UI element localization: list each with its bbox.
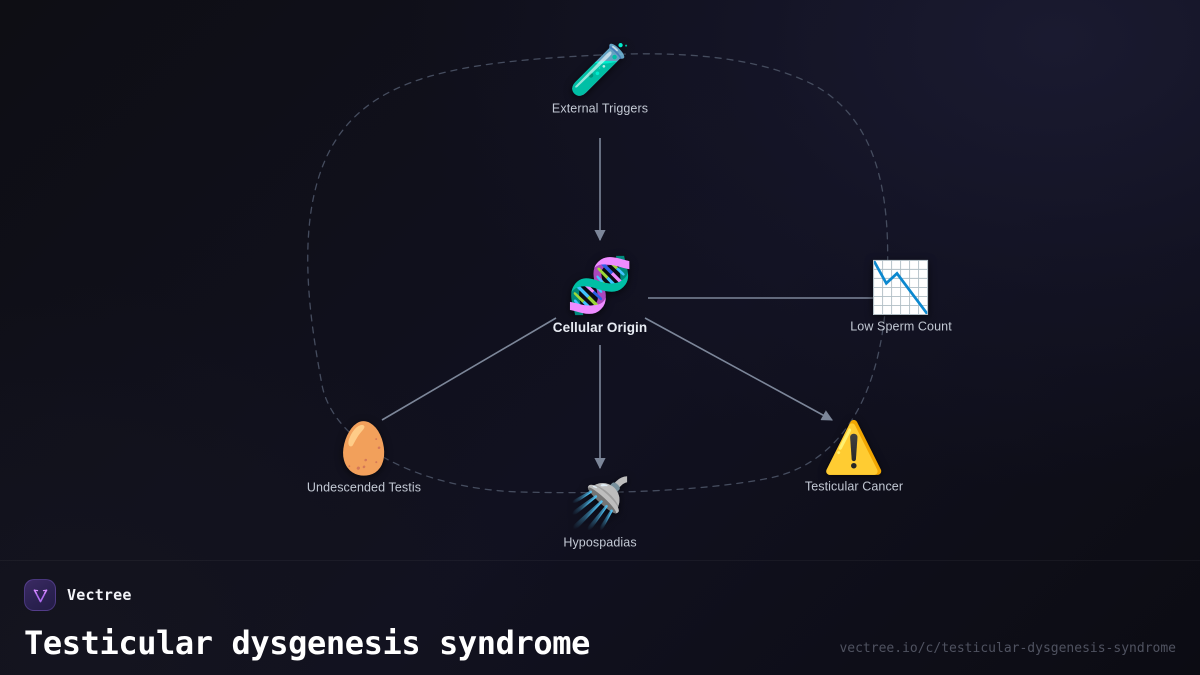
graph-node-label: External Triggers: [551, 101, 649, 116]
title-row: Testicular dysgenesis syndrome vectree.i…: [24, 624, 1176, 662]
shower-icon: 🚿: [568, 474, 632, 533]
page-url: vectree.io/c/testicular-dysgenesis-syndr…: [839, 641, 1176, 656]
page-title: Testicular dysgenesis syndrome: [24, 624, 590, 662]
graph-node-label: Hypospadias: [563, 535, 637, 550]
footer-bar: Vectree Testicular dysgenesis syndrome v…: [0, 560, 1200, 675]
graph-node-testicular-cancer[interactable]: ⚠️ Testicular Cancer: [779, 423, 929, 494]
chart-down-icon: 📉: [869, 258, 933, 317]
vectree-logo-icon: [24, 579, 56, 611]
graph-node-label: Low Sperm Count: [850, 319, 952, 334]
brand-block[interactable]: Vectree: [24, 579, 1176, 611]
graph-node-label: Cellular Origin: [552, 320, 648, 335]
graph-node-cellular-origin[interactable]: 🧬 Cellular Origin: [525, 254, 675, 336]
edge-center-to-undescended-testis: [381, 317, 557, 421]
graph-node-undescended-testis[interactable]: 🥚 Undescended Testis: [289, 424, 439, 495]
graph-node-low-sperm-count[interactable]: 📉 Low Sperm Count: [826, 263, 976, 334]
graph-node-external-triggers[interactable]: 🧪 External Triggers: [525, 45, 675, 116]
test-tube-icon: 🧪: [568, 40, 632, 99]
brand-name: Vectree: [67, 586, 132, 604]
graph-node-label: Undescended Testis: [306, 480, 422, 495]
graph-node-hypospadias[interactable]: 🚿 Hypospadias: [525, 479, 675, 550]
graph-node-label: Testicular Cancer: [804, 479, 904, 494]
concept-graph[interactable]: 🧪 External Triggers 🧬 Cellular Origin 📉 …: [0, 0, 1200, 560]
edge-center-to-testicular-cancer: [644, 317, 833, 421]
dna-icon: 🧬: [566, 254, 634, 317]
graph-edges-svg: [307, 53, 889, 494]
egg-icon: 🥚: [332, 419, 396, 478]
warning-icon: ⚠️: [822, 418, 886, 477]
graph-ring-path: [307, 53, 889, 494]
